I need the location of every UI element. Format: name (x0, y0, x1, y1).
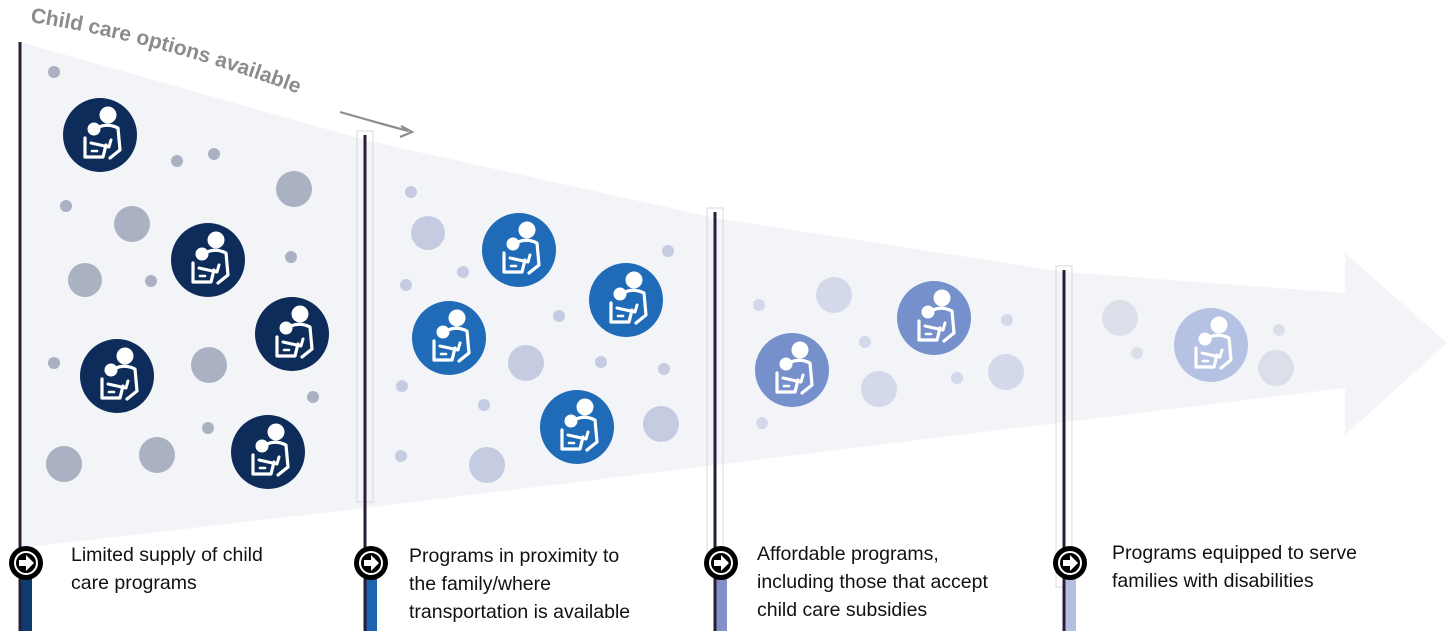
stage-label-line: including those that accept (757, 571, 988, 593)
child-care-icon (540, 390, 614, 464)
title-arrowhead (399, 125, 415, 139)
decor-dot (48, 66, 60, 78)
stage-label-line: the family/where (409, 573, 551, 595)
stage-accent-bar (364, 570, 377, 631)
decor-dot (816, 277, 852, 313)
decor-dot (861, 371, 897, 407)
decor-dot (145, 275, 157, 287)
stage-label-disabilities: Programs equipped to serve families with… (1112, 539, 1357, 595)
stage-label-line: Affordable programs, (757, 543, 939, 565)
child-care-icon (755, 333, 829, 407)
stage-accent-bar (1063, 570, 1076, 631)
decor-dot (658, 363, 670, 375)
stage-label-line: Programs equipped to serve (1112, 542, 1357, 564)
stage-accent-bar (714, 570, 727, 631)
decor-dot (988, 354, 1024, 390)
child-care-icon (482, 213, 556, 287)
child-care-icon (412, 301, 486, 375)
decor-dot (395, 450, 407, 462)
stage-label-line: families with disabilities (1112, 570, 1314, 592)
decor-dot (68, 263, 102, 297)
decor-dot (48, 357, 60, 369)
decor-dot (202, 422, 214, 434)
decor-dot (508, 345, 544, 381)
decor-dot (1131, 347, 1143, 359)
decor-dot (595, 356, 607, 368)
decor-dot (478, 399, 490, 411)
stage-label-line: care programs (71, 572, 197, 594)
child-care-icon (63, 98, 137, 172)
decor-dot (307, 391, 319, 403)
decor-dot (396, 380, 408, 392)
decor-dot (662, 245, 674, 257)
decor-dot (405, 186, 417, 198)
decor-dot (208, 148, 220, 160)
stage-label-affordable: Affordable programs, including those tha… (757, 540, 988, 624)
decor-dot (276, 171, 312, 207)
decor-dot (457, 266, 469, 278)
decor-dot (756, 417, 768, 429)
decor-dot (400, 279, 412, 291)
decor-dot (859, 336, 871, 348)
decor-dot (951, 372, 963, 384)
decor-dot (114, 206, 150, 242)
funnel-arrow-shape (20, 42, 1447, 548)
stage-label-line: Programs in proximity to (409, 545, 620, 567)
decor-dot (46, 446, 82, 482)
stage-label-line: transportation is available (409, 601, 631, 623)
child-care-icon (80, 339, 154, 413)
decor-dot (553, 310, 565, 322)
child-care-icon (255, 297, 329, 371)
title-arrow (339, 110, 409, 133)
decor-dot (469, 447, 505, 483)
stage-label-supply: Limited supply of child care programs (71, 541, 263, 597)
decor-dot (285, 251, 297, 263)
right-arrow-circle-icon (1053, 546, 1087, 580)
decor-dot (139, 437, 175, 473)
decor-dot (1102, 300, 1138, 336)
child-care-icon (589, 263, 663, 337)
decor-dot (60, 200, 72, 212)
stage-label-line: Limited supply of child (71, 544, 263, 566)
right-arrow-circle-icon (704, 546, 738, 580)
right-arrow-circle-icon (9, 546, 43, 580)
right-arrow-circle-icon (354, 546, 388, 580)
child-care-icon (1174, 308, 1248, 382)
child-care-icon (171, 223, 245, 297)
decor-dot (411, 216, 445, 250)
child-care-icon (897, 281, 971, 355)
decor-dot (1001, 314, 1013, 326)
decor-dot (191, 347, 227, 383)
decor-dot (753, 299, 765, 311)
decor-dot (171, 155, 183, 167)
child-care-icon (231, 415, 305, 489)
stage-label-line: child care subsidies (757, 599, 928, 621)
decor-dot (1258, 350, 1294, 386)
decor-dot (643, 406, 679, 442)
stage-accent-bar (19, 570, 32, 631)
stage-label-proximity: Programs in proximity to the family/wher… (409, 542, 630, 626)
stage-dividers (9, 42, 1087, 631)
decor-dot (1273, 324, 1285, 336)
decor-layer (46, 66, 1294, 489)
